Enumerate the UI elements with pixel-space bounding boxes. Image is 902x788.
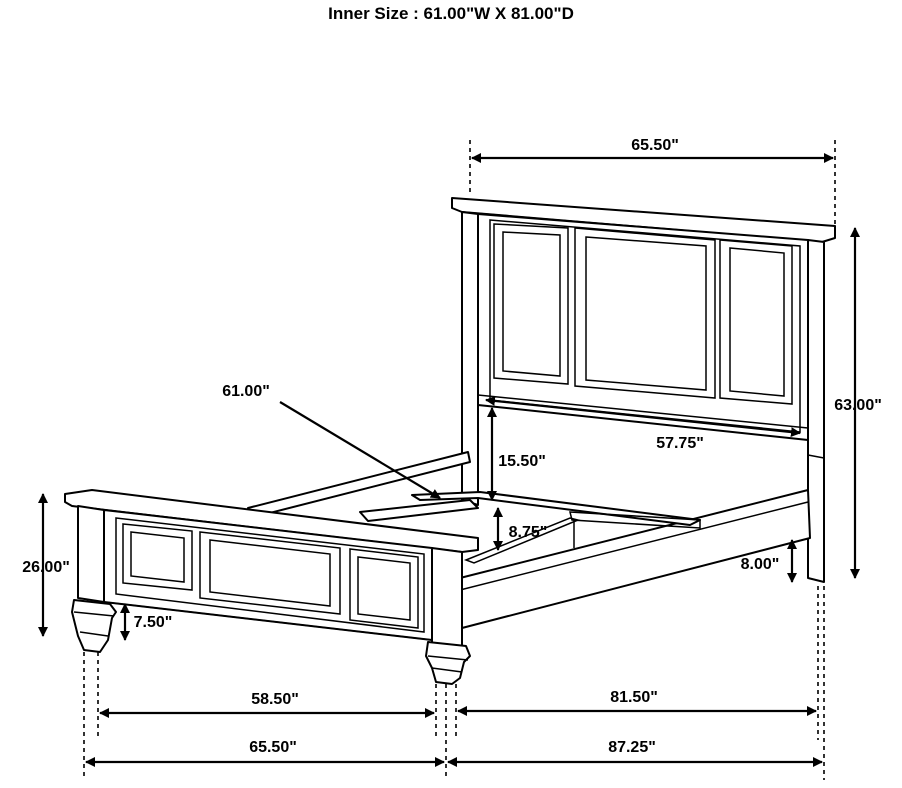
rail-height-label: 8.00" — [741, 556, 780, 573]
footboard-inner-width-label: 58.50" — [251, 691, 299, 708]
headboard-gap-height-label: 15.50" — [498, 453, 546, 470]
footboard — [64, 489, 479, 685]
headboard-panel-width-label: 57.75" — [656, 435, 704, 452]
dimension-lines — [38, 140, 860, 780]
inner-size-title: Inner Size : 61.00"W X 81.00"D — [328, 4, 574, 23]
footboard-height-label: 26.00" — [22, 559, 70, 576]
headboard-height-label: 63.00" — [834, 397, 882, 414]
slat-height-label: 8.75" — [509, 524, 548, 541]
headboard-width-label: 65.50" — [631, 137, 679, 154]
footboard-outer-width-label: 65.50" — [249, 739, 297, 756]
foot-leg-height-label: 7.50" — [134, 614, 173, 631]
rail-outer-length-label: 87.25" — [608, 739, 656, 756]
rail-inner-length-label: 81.50" — [610, 689, 658, 706]
inner-width-label: 61.00" — [222, 383, 270, 400]
